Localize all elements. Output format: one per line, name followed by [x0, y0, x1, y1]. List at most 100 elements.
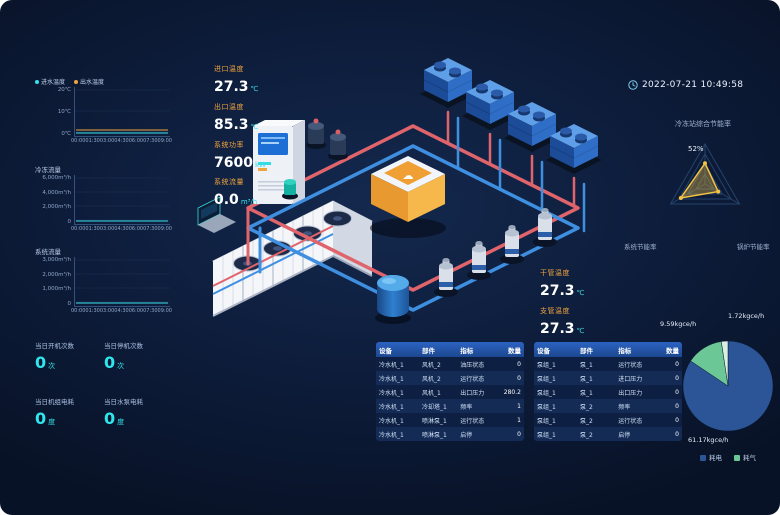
table-cell: 油压状态 — [460, 361, 485, 369]
metric-value: 7600 — [214, 155, 253, 171]
metric-value: 27.3 — [540, 283, 575, 299]
supply-pipe-red — [246, 124, 580, 292]
table-cell: 0 — [675, 374, 679, 382]
y-axis-tick: 2,000m³/h — [42, 204, 71, 211]
x-axis-tick: 04:30 — [114, 138, 129, 144]
table-cell: 启停 — [618, 431, 631, 439]
table-header-cell: 数量 — [665, 346, 679, 355]
table-cell: 1 — [517, 402, 521, 410]
buffer-tank — [375, 275, 411, 324]
radar-axis-label: 锅炉节能率 — [737, 243, 770, 251]
return-pipe-blue — [246, 144, 580, 312]
counter-unit: 次 — [48, 362, 56, 370]
table-cell: 喷淋泵_1 — [422, 431, 447, 439]
x-axis-tick: 07:30 — [143, 308, 158, 314]
series-dot-icon — [74, 79, 79, 84]
table-header-cell: 设备 — [379, 346, 392, 355]
table-cell: 频率 — [460, 403, 473, 411]
x-axis-tick: 01:30 — [85, 138, 100, 144]
y-axis-tick: 0℃ — [61, 131, 71, 137]
table-cell: 泵_1 — [580, 375, 593, 383]
counter-label: 当日开机次数 — [35, 342, 74, 350]
y-axis-tick: 0 — [67, 300, 72, 307]
legend-label: 进水温度 — [41, 79, 66, 86]
table-header-row: 设备部件指标数量 — [534, 342, 682, 357]
table-row: 泵组_1 泵_1 进口压力 0 — [534, 371, 682, 385]
metric-value: 27.3 — [214, 79, 249, 95]
table-header-cell: 设备 — [537, 346, 550, 355]
metric-label: 系统流量 — [214, 178, 244, 186]
table-cell: 0 — [675, 416, 679, 424]
x-axis-tick: 03:00 — [99, 308, 115, 314]
counter-value: 0 — [104, 353, 116, 372]
table-cell: 出口压力 — [460, 389, 485, 397]
table-header-cell: 指标 — [460, 346, 474, 355]
metric-label: 干管温度 — [540, 269, 570, 277]
table-cell: 运行状态 — [618, 417, 643, 425]
x-axis-tick: 04:30 — [114, 226, 129, 232]
table-cell: 出口压力 — [618, 389, 643, 397]
counter-value: 0 — [35, 353, 47, 372]
x-axis-tick: 09:00 — [157, 226, 172, 232]
counter-unit: 次 — [117, 362, 125, 370]
table-cell: 冷却塔_1 — [422, 403, 447, 411]
metric-value: 85.3 — [214, 117, 249, 133]
radar-value-label: 52% — [688, 145, 704, 153]
metric-unit: ℃ — [250, 123, 259, 131]
table-cell: 泵组_1 — [537, 431, 556, 439]
table-cell: 启停 — [460, 431, 473, 439]
metric-unit: ℃ — [576, 327, 585, 335]
laptop — [197, 196, 236, 233]
counter-label: 当日停机次数 — [104, 342, 143, 350]
table-cell: 泵_2 — [580, 417, 593, 425]
series-dot-icon — [35, 79, 39, 84]
x-axis-tick: 06:00 — [128, 226, 144, 232]
x-axis-tick: 01:30 — [85, 308, 100, 314]
table-cell: 风机_2 — [422, 361, 441, 369]
pie-slice-label: 1.72kgce/h — [728, 312, 765, 320]
y-axis-tick: 0 — [67, 218, 72, 225]
chart-title: 系统流量 — [35, 248, 61, 256]
metric-unit: kW — [254, 161, 266, 169]
table-cell: 运行状态 — [618, 361, 643, 369]
pie-legend: 耗电 耗气 — [666, 452, 780, 462]
counter-value: 0 — [35, 409, 47, 428]
table-cell: 1 — [517, 416, 521, 424]
table-cell: 泵组_1 — [537, 361, 556, 369]
legend-item: 进水温度 — [35, 77, 65, 86]
table-cell: 风机_2 — [422, 375, 441, 383]
plant-isometric-diagram: ☁ — [197, 57, 603, 324]
metric-unit: ℃ — [250, 85, 259, 93]
energy-consumption-pie-chart — [682, 340, 774, 432]
cloud-icon: ☁ — [403, 169, 414, 182]
line-plot — [74, 257, 170, 307]
table-cell: 泵组_1 — [537, 389, 556, 397]
table-cell: 进口压力 — [618, 375, 643, 383]
metric-outlet-temperature: 出口温度 85.3℃ — [214, 102, 258, 133]
line-plot — [74, 87, 170, 137]
y-axis-tick: 2,000m³/h — [42, 271, 71, 278]
table-cell: 运行状态 — [460, 417, 485, 425]
counter-label: 当日机组电耗 — [35, 398, 74, 406]
table-cell: 280.2 — [503, 388, 521, 396]
table-cell: 泵组_1 — [537, 375, 556, 383]
table-cell: 0 — [517, 360, 521, 368]
timestamp: 2022-07-21 10:49:58 — [628, 80, 743, 90]
table-header-cell: 部件 — [580, 346, 594, 355]
table-cell: 冷水机_1 — [379, 431, 404, 439]
x-axis-tick: 00:00 — [71, 138, 86, 144]
counter-label: 当日水泵电耗 — [104, 398, 143, 406]
metric-value: 27.3 — [540, 321, 575, 337]
